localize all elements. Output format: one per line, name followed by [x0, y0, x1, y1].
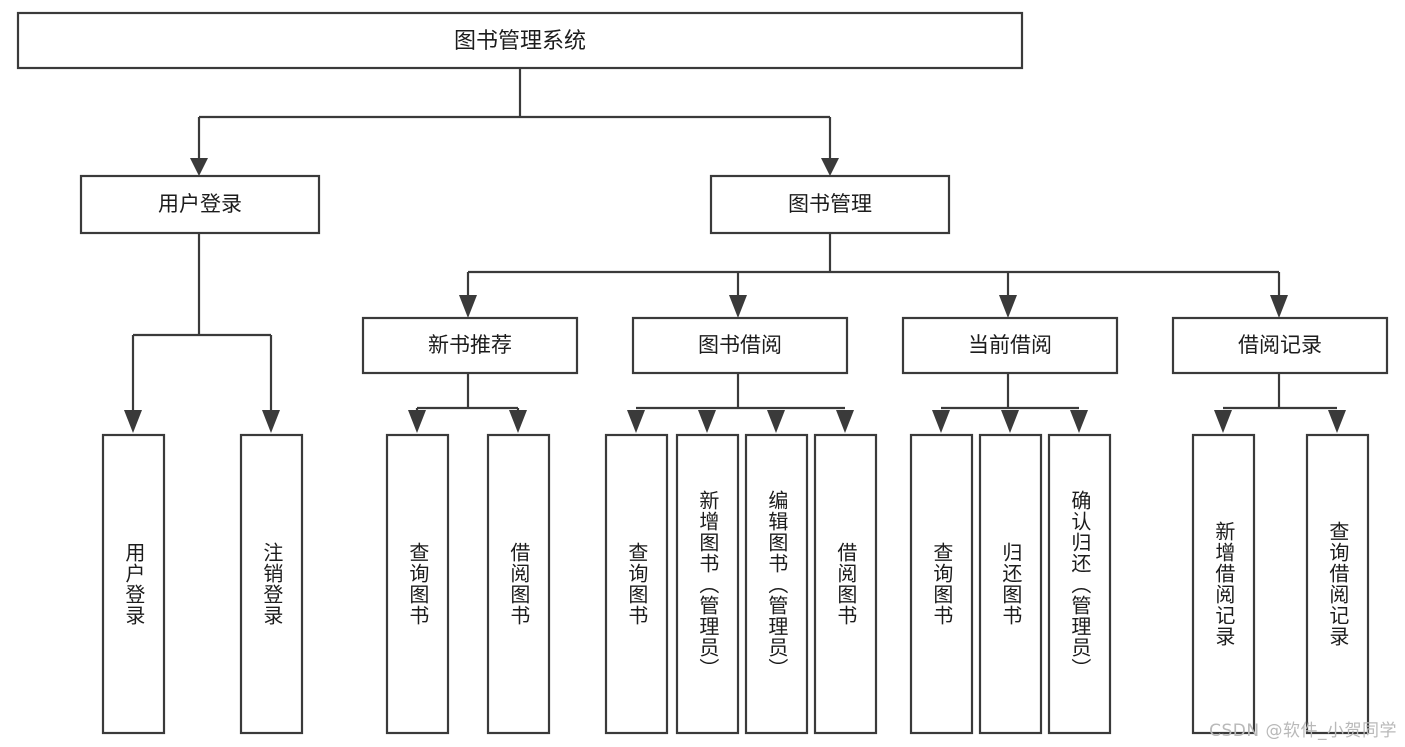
node-current-borrow[interactable]: 当前借阅: [901, 316, 1119, 375]
arrow-head-leaf-user-login-1: [124, 410, 142, 433]
node-new-book-recommend-box[interactable]: [361, 316, 579, 375]
node-user-login-label: 用户登录: [158, 192, 242, 216]
node-root-label: 图书管理系统: [454, 29, 586, 54]
leaf-box-book-borrow-2[interactable]: [675, 433, 740, 735]
node-book-borrow[interactable]: 图书借阅: [631, 316, 849, 375]
arrow-head-leaf-new-book-1: [408, 410, 426, 433]
node-new-book-recommend-label: 新书推荐: [428, 333, 512, 357]
node-new-book-recommend[interactable]: 新书推荐: [361, 316, 579, 375]
node-user-login[interactable]: 用户登录: [79, 174, 321, 235]
connector-group-current-borrow-children: [932, 373, 1088, 433]
arrow-head-leaf-book-borrow-4: [836, 410, 854, 433]
arrow-head-leaf-borrow-record-1: [1214, 410, 1232, 433]
leaf-box-new-book-2[interactable]: [486, 433, 551, 735]
arrow-head-leaf-current-borrow-2: [1001, 410, 1019, 433]
leaf-box-current-borrow-3[interactable]: [1047, 433, 1112, 735]
arrow-head-leaf-borrow-record-2: [1328, 410, 1346, 433]
leaf-boxes-book-borrow: [604, 433, 878, 735]
leaf-box-user-login-1[interactable]: [101, 433, 166, 735]
node-borrow-record-box[interactable]: [1171, 316, 1389, 375]
node-root-box[interactable]: [16, 11, 1024, 70]
node-borrow-record[interactable]: 借阅记录: [1171, 316, 1389, 375]
leaf-box-borrow-record-2[interactable]: [1305, 433, 1370, 735]
arrow-head-leaf-book-borrow-2: [698, 410, 716, 433]
node-borrow-record-label: 借阅记录: [1238, 333, 1322, 357]
connector-group-root-to-level2: [190, 68, 839, 176]
node-current-borrow-box[interactable]: [901, 316, 1119, 375]
leaf-box-book-borrow-3[interactable]: [744, 433, 809, 735]
arrow-head-book-borrow: [729, 295, 747, 318]
arrow-head-borrow-record: [1270, 295, 1288, 318]
leaf-box-borrow-record-1[interactable]: [1191, 433, 1256, 735]
node-book-management-label: 图书管理: [788, 192, 872, 216]
leaf-boxes-new-book-recommend: [385, 433, 551, 735]
leaf-box-user-login-2[interactable]: [239, 433, 304, 735]
watermark-text: CSDN @软件_小贺同学: [1209, 721, 1397, 741]
leaf-box-book-borrow-4[interactable]: [813, 433, 878, 735]
connector-group-user-login-children: [124, 233, 280, 433]
arrow-head-leaf-user-login-2: [262, 410, 280, 433]
leaf-box-current-borrow-1[interactable]: [909, 433, 974, 735]
leaf-box-book-borrow-1[interactable]: [604, 433, 669, 735]
node-current-borrow-label: 当前借阅: [968, 333, 1052, 357]
arrow-head-leaf-book-borrow-1: [627, 410, 645, 433]
arrow-head-user-login: [190, 158, 208, 176]
node-user-login-box[interactable]: [79, 174, 321, 235]
arrow-head-book-mgmt: [821, 158, 839, 176]
arrow-head-leaf-new-book-2: [509, 410, 527, 433]
arrow-head-new-book: [459, 295, 477, 318]
leaf-boxes-user-login: [101, 433, 304, 735]
node-root-system[interactable]: 图书管理系统: [16, 11, 1024, 70]
arrow-head-leaf-current-borrow-3: [1070, 410, 1088, 433]
connector-group-new-book-children: [408, 373, 527, 433]
arrow-head-leaf-book-borrow-3: [767, 410, 785, 433]
leaf-boxes-current-borrow: [909, 433, 1112, 735]
node-book-management[interactable]: 图书管理: [709, 174, 951, 235]
arrow-head-current-borrow: [999, 295, 1017, 318]
leaf-boxes-borrow-record: [1191, 433, 1370, 735]
node-book-borrow-box[interactable]: [631, 316, 849, 375]
leaf-box-new-book-1[interactable]: [385, 433, 450, 735]
node-book-borrow-label: 图书借阅: [698, 333, 782, 357]
connector-group-book-borrow-children: [627, 373, 854, 433]
connector-group-borrow-record-children: [1214, 373, 1346, 433]
node-book-management-box[interactable]: [709, 174, 951, 235]
leaf-box-current-borrow-2[interactable]: [978, 433, 1043, 735]
arrow-head-leaf-current-borrow-1: [932, 410, 950, 433]
connector-group-book-mgmt-children: [459, 233, 1288, 318]
